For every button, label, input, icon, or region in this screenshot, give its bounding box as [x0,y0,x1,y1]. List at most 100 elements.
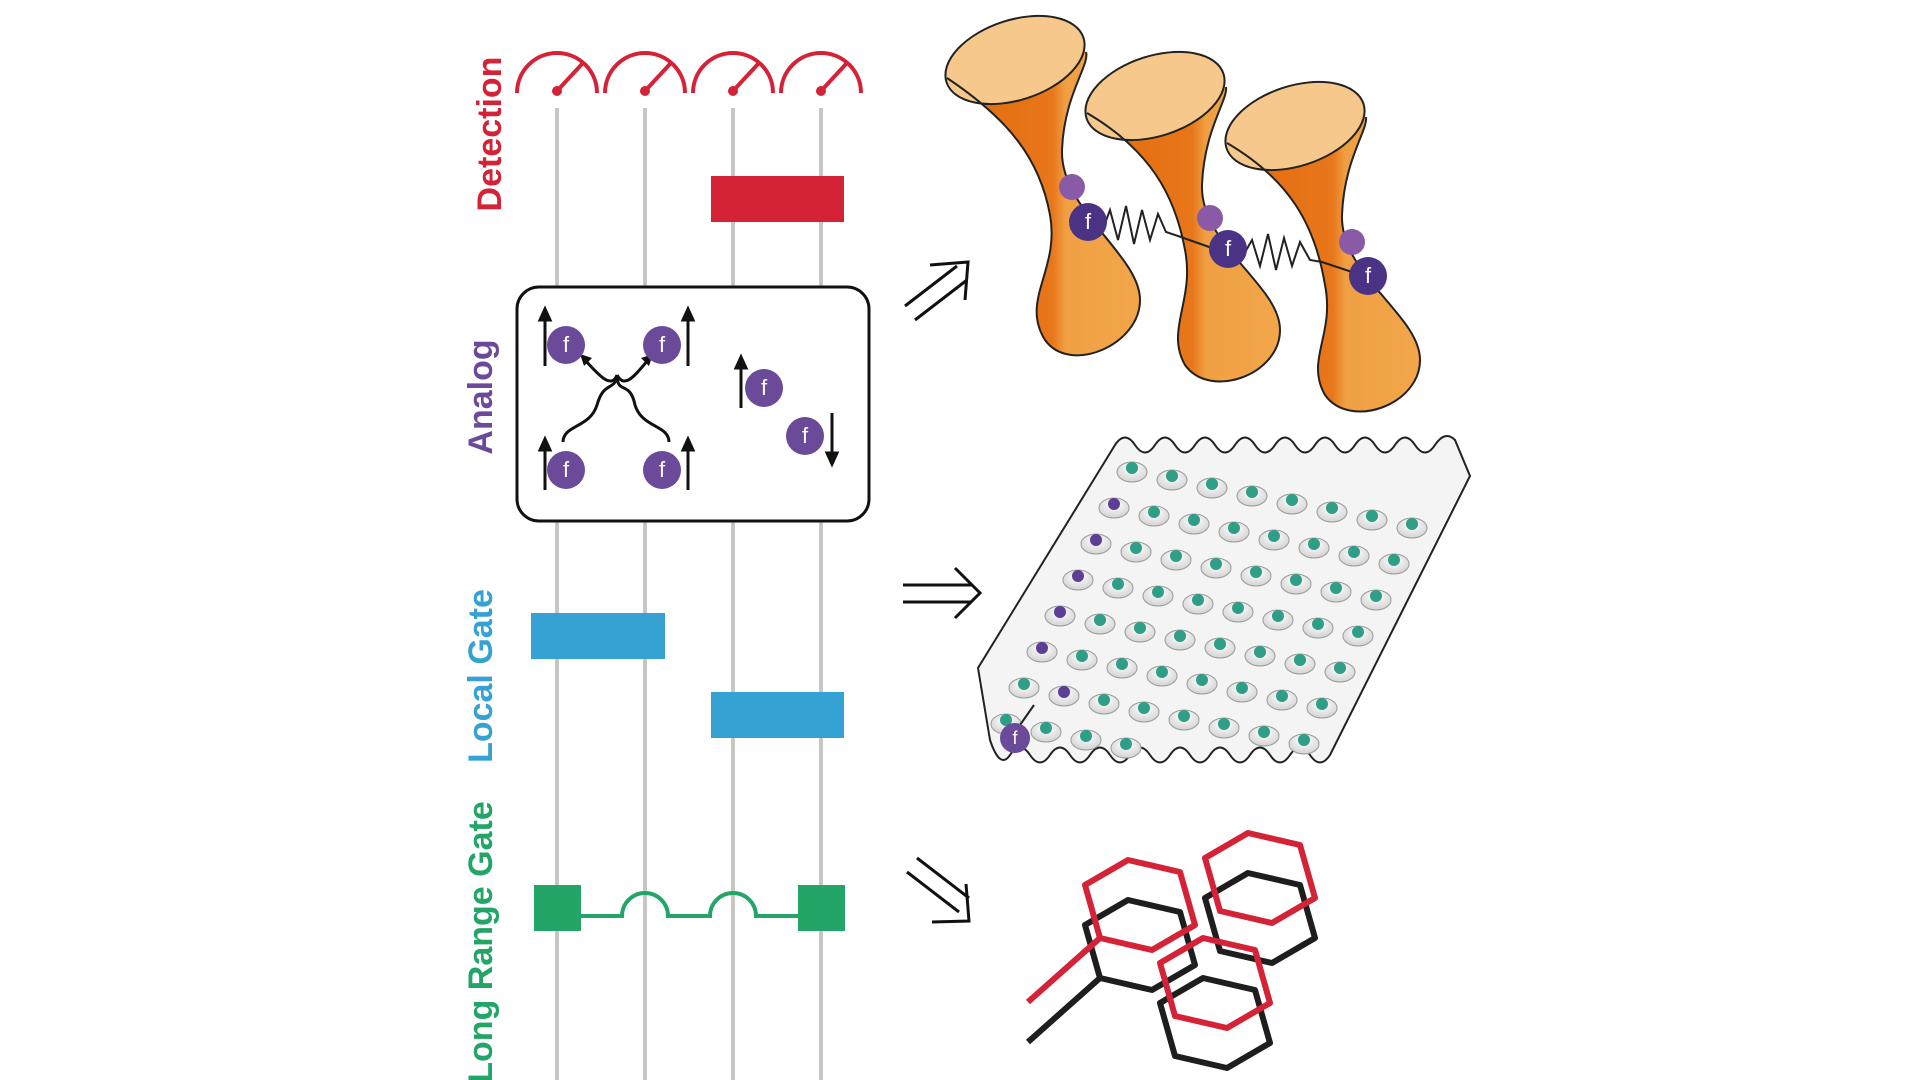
lattice-atom [1072,570,1084,582]
lattice-atom [1134,622,1146,634]
double-arrow-right-down-icon [906,856,971,924]
lattice-atom [1138,702,1150,714]
lattice-atom [1098,694,1110,706]
lattice-atom [1232,602,1244,614]
lattice-atom [1294,654,1306,666]
lattice-atom [1228,522,1240,534]
fermion: f [1349,257,1387,295]
lattice-atom [1308,538,1320,550]
lattice-atom [1330,582,1342,594]
tweezer-2 [1084,50,1282,383]
lattice-atom [1000,714,1012,726]
lattice-atom [1214,638,1226,650]
analog-box-frame [515,285,871,523]
lattice-atom [1126,462,1138,474]
scattering-lines [561,358,671,443]
arrowhead-icon [580,354,592,366]
lattice-atom [1276,690,1288,702]
atom [1059,174,1085,200]
lattice-atom [1166,470,1178,482]
lattice-atom [1108,498,1120,510]
honeycomb-black-layer [1026,870,1318,1071]
lattice-atom [1130,542,1142,554]
optical-tweezers: f f f [944,14,1422,413]
long-range-gate-block-1 [534,885,581,931]
svg-text:f: f [659,457,666,482]
long-range-gate-block-2 [798,885,845,931]
lattice-atom [1174,630,1186,642]
long-range-link [580,891,798,918]
lattice-atom [1192,594,1204,606]
analog-box: f f f f f f [515,285,871,523]
svg-text:f: f [1012,728,1018,748]
analog-label: Analog [462,339,500,454]
local-gate-label: Local Gate [462,589,500,763]
svg-text:f: f [563,332,570,357]
lattice-atom [1090,534,1102,546]
svg-text:f: f [802,423,809,448]
fermion: f [643,451,681,489]
lattice-atom [1040,722,1052,734]
lattice-atom [1312,618,1324,630]
atom [1339,229,1365,255]
lattice-atom [1250,566,1262,578]
lattice-atom [1080,730,1092,742]
lattice-atom [1334,662,1346,674]
meter-icon [515,51,599,96]
fermion: f [547,451,585,489]
lattice-atom [1286,494,1298,506]
lattice-atom [1206,478,1218,490]
detection-gate-bar [711,176,844,222]
lattice-atom [1170,550,1182,562]
lattice-atom [1188,514,1200,526]
lattice-atom [1268,530,1280,542]
fermion: f [1209,230,1247,268]
lattice-atom [1366,510,1378,522]
svg-text:f: f [1225,236,1232,261]
long-range-gate-label: Long Range Gate [462,801,500,1080]
detection-label: Detection [471,57,509,212]
lattice-atom [1290,574,1302,586]
fermion: f [1000,723,1030,753]
detection-meters [515,51,863,96]
lattice-atom [1058,686,1070,698]
lattice-atom [1036,642,1048,654]
local-gate-bar-1 [531,613,665,659]
meter-icon [691,51,775,96]
tweezer-1 [944,14,1142,357]
fermion: f [786,417,824,455]
lattice-atom [1210,558,1222,570]
honeycomb-bilayer [1026,830,1318,1071]
lattice-atom [1156,666,1168,678]
lattice-atom [1298,734,1310,746]
lattice-atom [1326,502,1338,514]
lattice-atom [1236,682,1248,694]
fermion: f [745,369,783,407]
probe-line [1019,704,1035,726]
lattice-atom [1094,614,1106,626]
interaction-spring-2 [1231,233,1353,273]
lattice-atom [1316,698,1328,710]
svg-text:f: f [1085,209,1092,234]
interaction-spring-1 [1091,205,1213,249]
lattice-atom [1178,710,1190,722]
local-gate-bar-2 [711,692,844,738]
lattice-atom [1406,518,1418,530]
svg-text:f: f [1365,263,1372,288]
fermion: f [1069,203,1107,241]
meter-icon [603,51,687,96]
lattice-atom [1112,578,1124,590]
fermion: f [643,326,681,364]
spin-arrows [537,305,840,490]
lattice-atom [1370,590,1382,602]
meter-icon [779,51,863,96]
tweezer-3 [1224,80,1422,413]
honeycomb-red-layer [1026,830,1318,1031]
lattice-atom [1272,610,1284,622]
lattice-atom [1148,506,1160,518]
double-arrow-right-icon [903,566,983,620]
lattice-atom [1054,606,1066,618]
qubit-wires [555,108,823,1080]
lattice-atom [1196,674,1208,686]
